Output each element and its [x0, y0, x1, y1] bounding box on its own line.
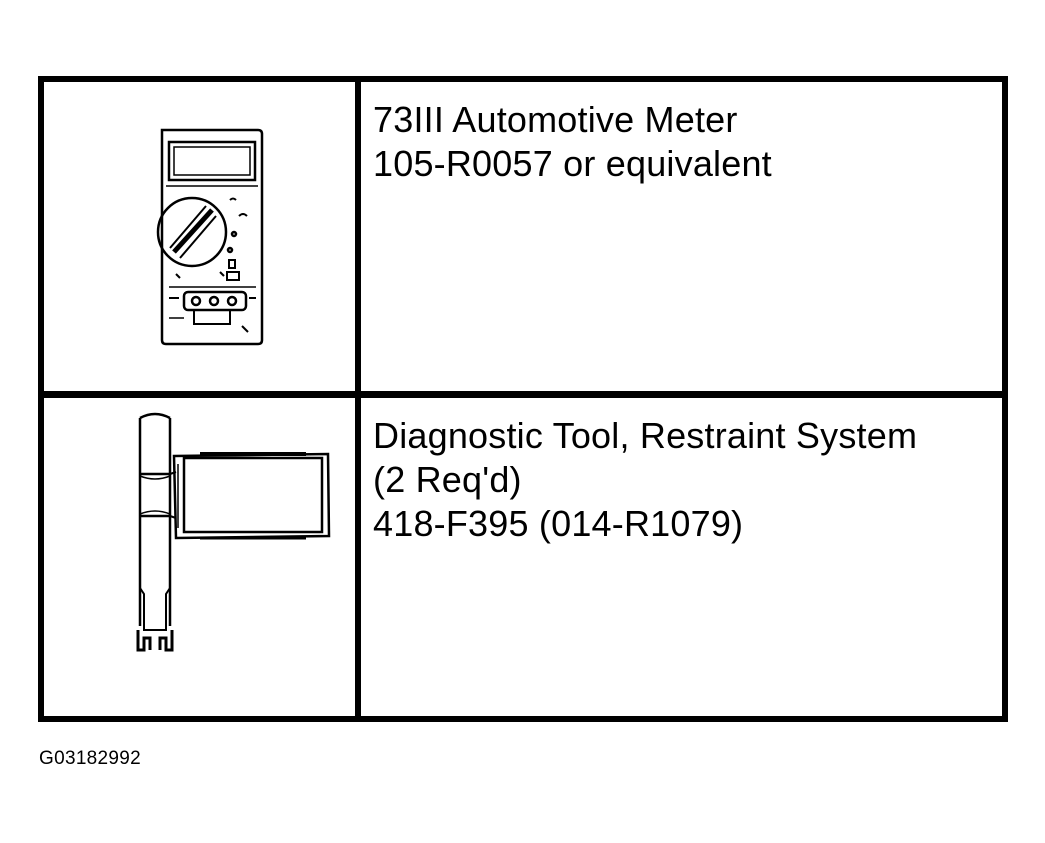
- tool-illustration-cell: [44, 82, 361, 398]
- multimeter-icon: [156, 128, 264, 346]
- special-tools-table: 73III Automotive Meter 105-R0057 or equi…: [38, 76, 1008, 722]
- tool-part-number: 418-F395 (014-R1079): [373, 503, 744, 544]
- figure-id: G03182992: [39, 748, 142, 769]
- tool-name: 73III Automotive Meter: [373, 99, 738, 140]
- diagnostic-tool-icon: [136, 412, 331, 652]
- tool-illustration-cell: [44, 398, 361, 716]
- tool-description-cell: Diagnostic Tool, Restraint System (2 Req…: [361, 398, 1002, 716]
- tool-name: Diagnostic Tool, Restraint System: [373, 415, 918, 456]
- tool-description-cell: 73III Automotive Meter 105-R0057 or equi…: [361, 82, 1002, 398]
- tool-quantity: (2 Req'd): [373, 459, 522, 500]
- tool-part-number: 105-R0057 or equivalent: [373, 143, 772, 184]
